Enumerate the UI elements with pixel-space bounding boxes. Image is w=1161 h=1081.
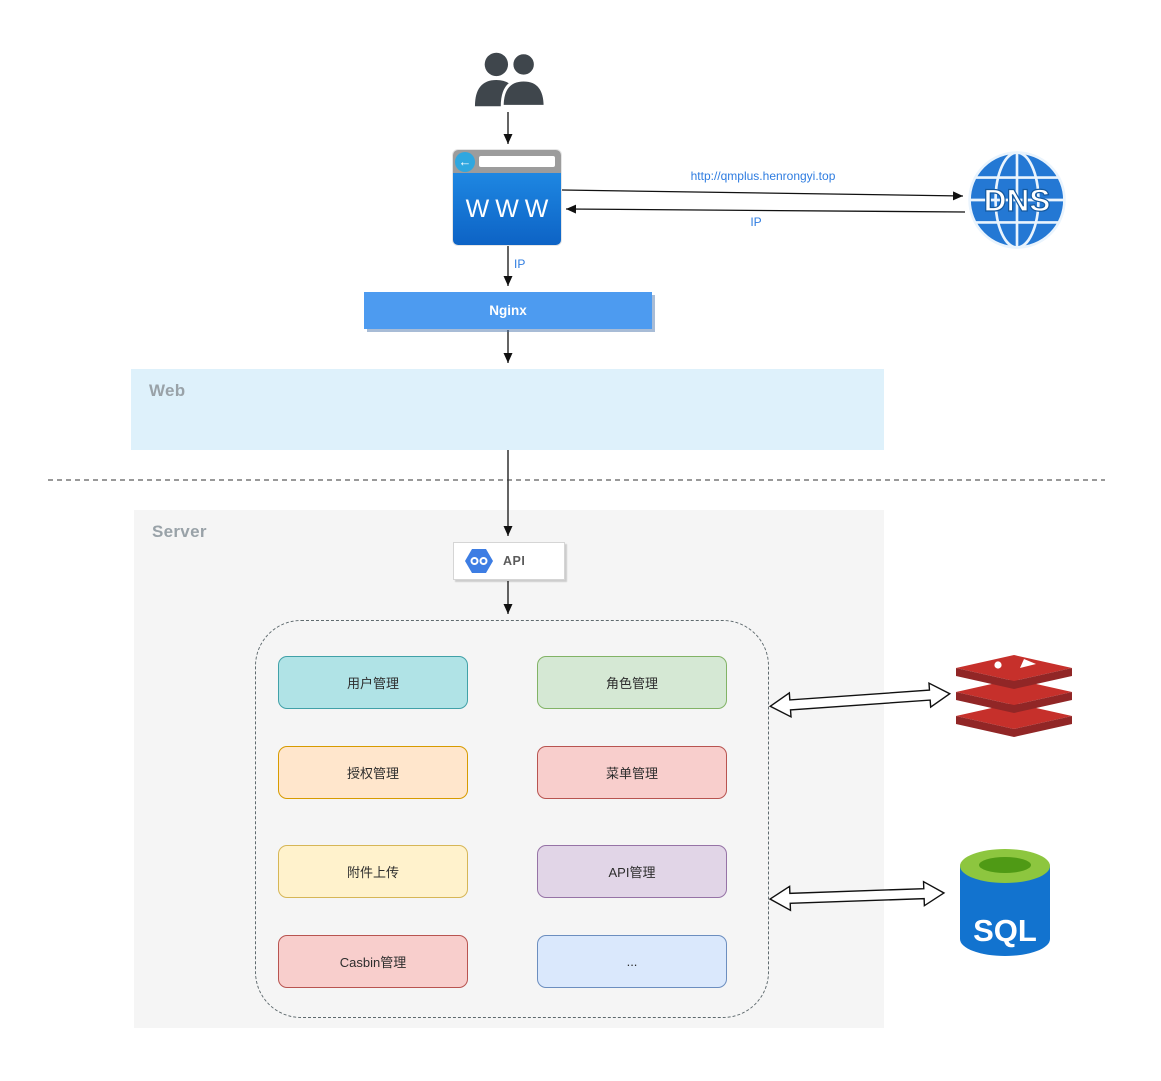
address-bar <box>479 156 555 167</box>
arrow-browser-to-dns <box>561 189 964 201</box>
nginx-ip-label: IP <box>514 257 526 271</box>
module-label: API管理 <box>608 865 656 880</box>
module-label: Casbin管理 <box>339 955 407 970</box>
sql-database-icon: SQL <box>960 849 1050 956</box>
module-label: 菜单管理 <box>605 766 658 781</box>
module-label: 角色管理 <box>605 676 658 691</box>
web-zone: Web <box>131 369 884 450</box>
dns-response-label: IP <box>750 215 762 229</box>
nginx-node: Nginx <box>364 292 652 329</box>
api-label: API <box>503 554 526 568</box>
module-box: ... <box>537 935 727 988</box>
api-node: API <box>453 542 565 580</box>
redis-icon <box>956 655 1072 737</box>
module-box: 角色管理 <box>537 656 727 709</box>
module-box: 授权管理 <box>278 746 468 799</box>
dns-globe-icon: DNS <box>968 151 1066 249</box>
sql-label: SQL <box>973 913 1037 948</box>
users-icon <box>474 51 547 108</box>
browser-label: WWW <box>453 173 561 245</box>
dns-label: DNS <box>984 182 1051 218</box>
module-box: 附件上传 <box>278 845 468 898</box>
module-box: 用户管理 <box>278 656 468 709</box>
dns-request-label: http://qmplus.henrongyi.top <box>690 169 836 183</box>
module-label: 附件上传 <box>346 865 399 880</box>
module-box: Casbin管理 <box>278 935 468 988</box>
web-zone-label: Web <box>149 381 186 400</box>
module-label: 授权管理 <box>346 766 399 781</box>
arrow-dns-to-browser <box>565 204 966 214</box>
module-box: API管理 <box>537 845 727 898</box>
modules-group: 用户管理 角色管理 授权管理 菜单管理 附件上传 API管理 Casbin管理 … <box>255 620 769 1018</box>
api-hexagon-icon <box>465 549 493 573</box>
server-zone: Server <box>134 510 884 1028</box>
module-box: 菜单管理 <box>537 746 727 799</box>
server-zone-label: Server <box>152 522 207 541</box>
module-label: 用户管理 <box>346 676 399 691</box>
module-label: ... <box>626 954 638 969</box>
browser-toolbar: ← <box>453 150 561 173</box>
back-arrow-icon: ← <box>455 151 475 172</box>
browser-window-icon: ← WWW <box>453 150 561 245</box>
